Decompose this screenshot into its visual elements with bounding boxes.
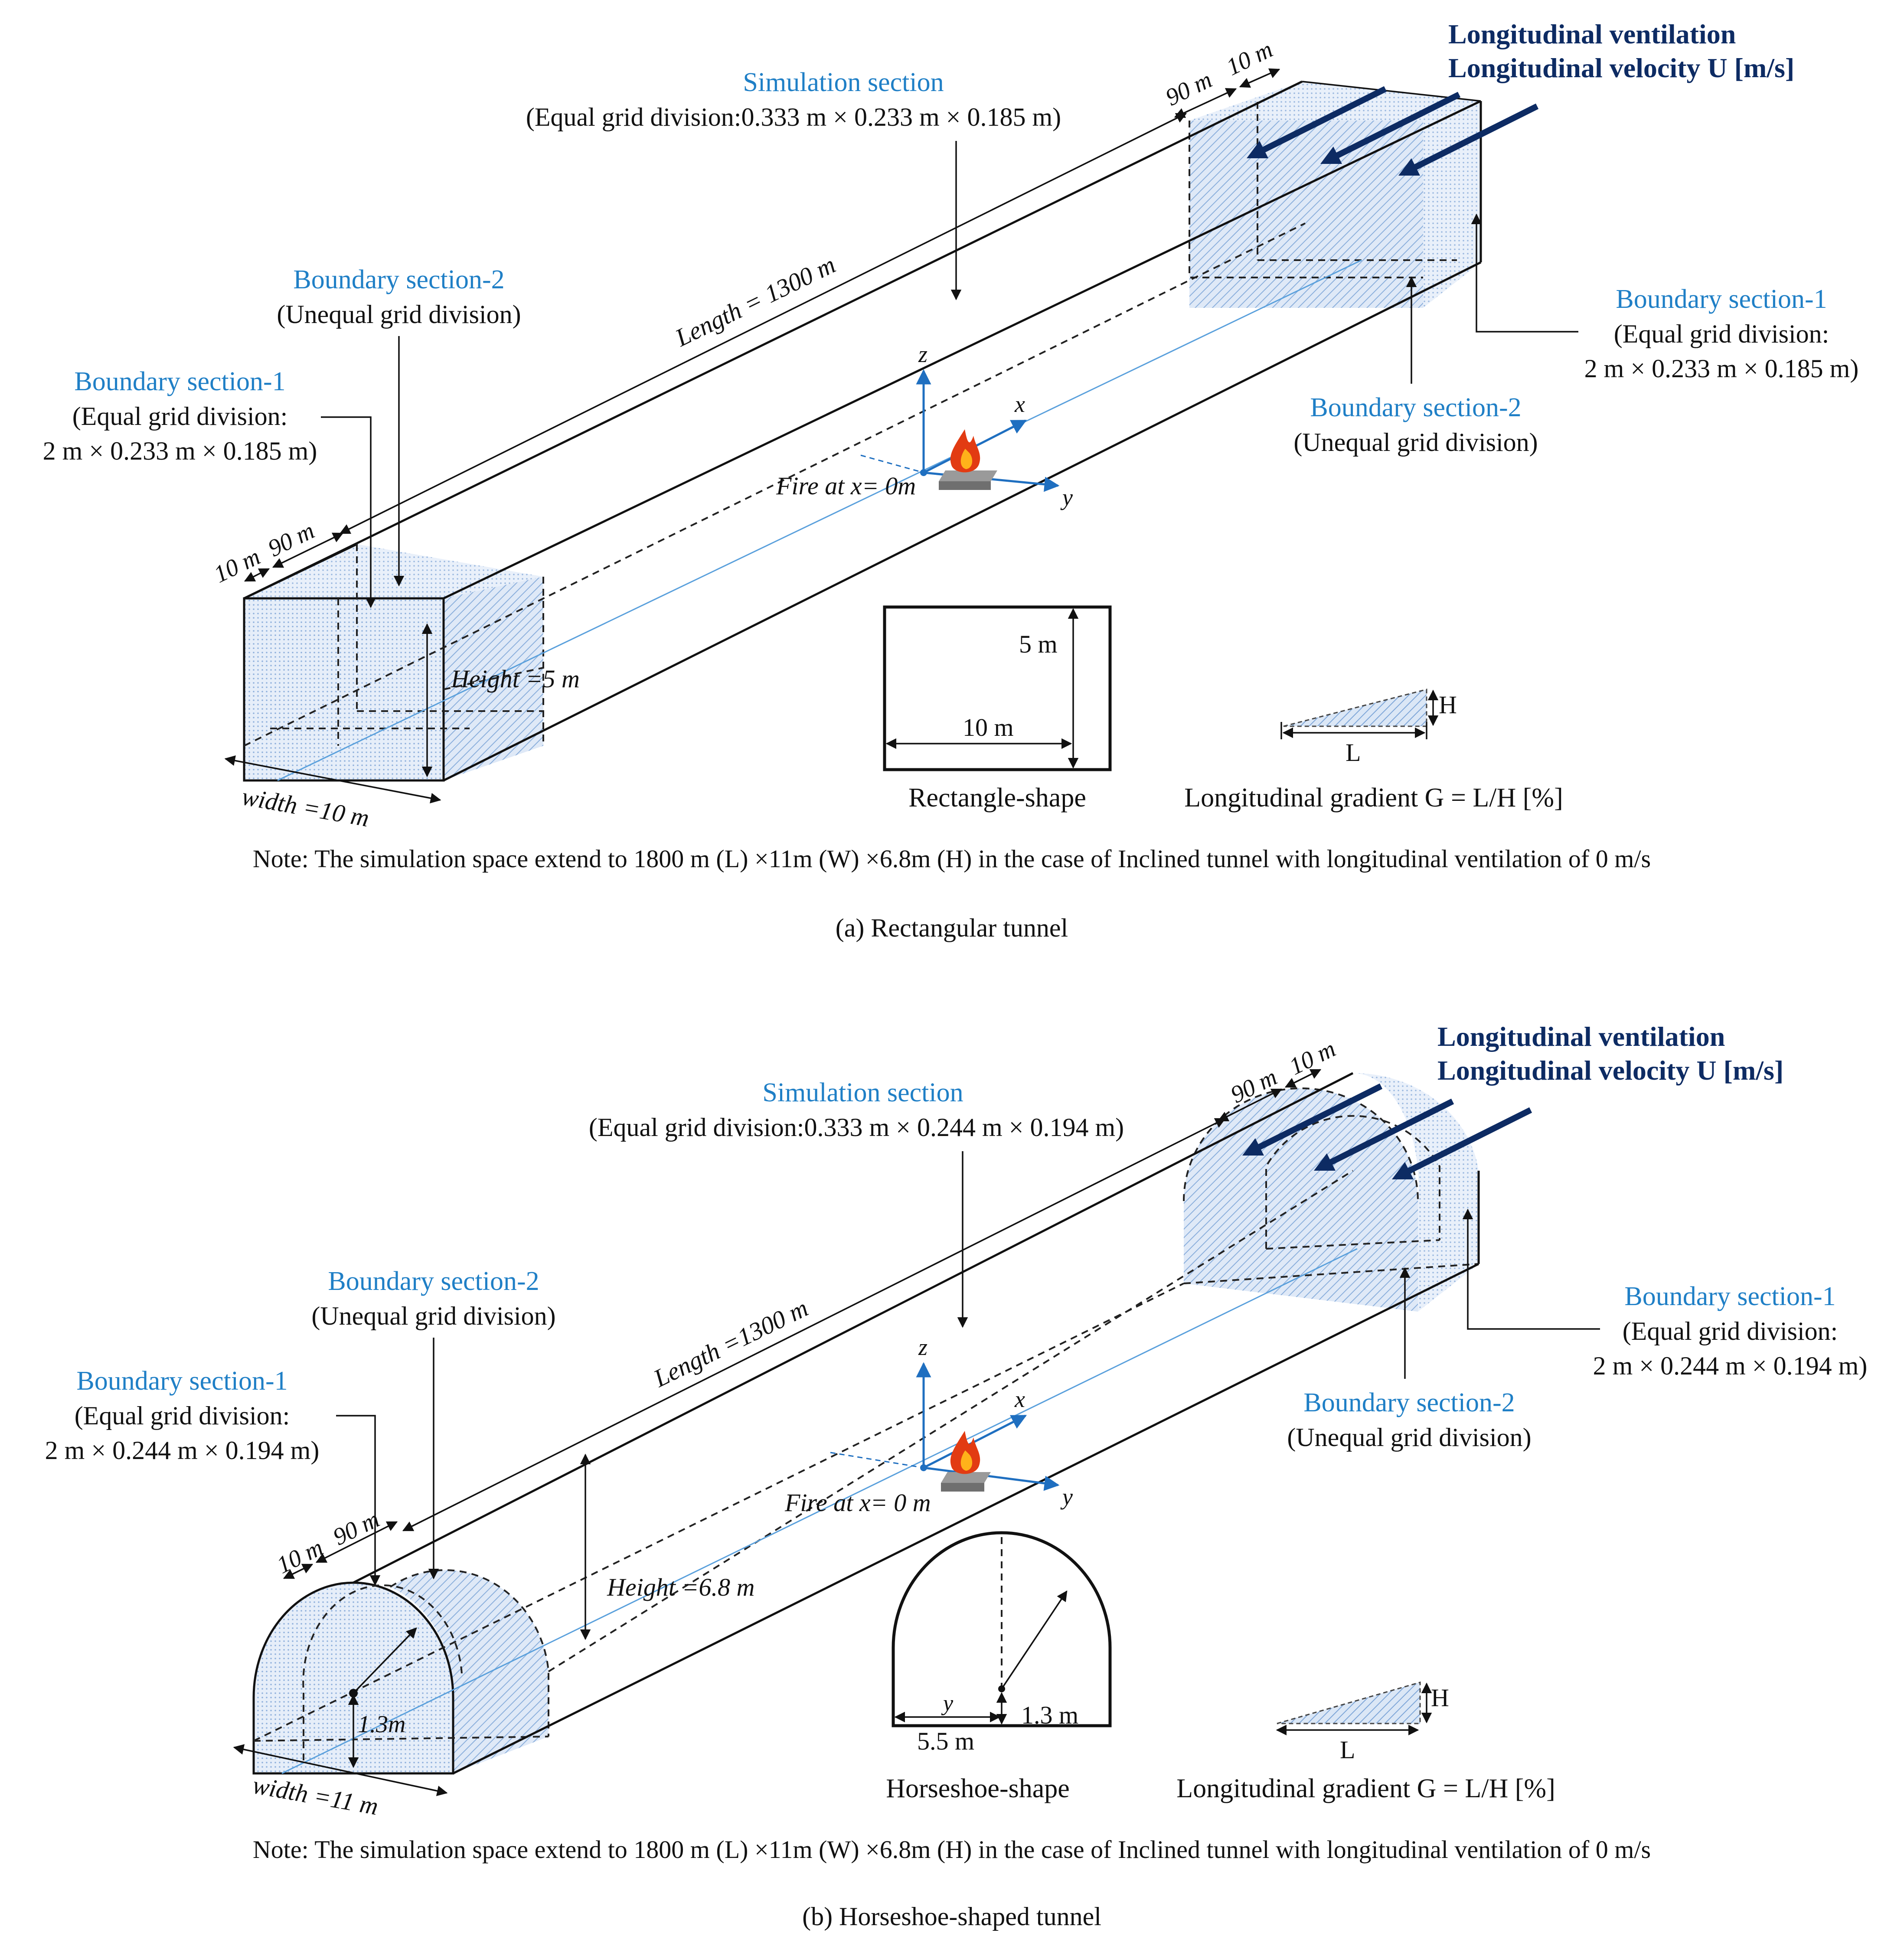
bs2-right-title-a: Boundary section-2 [1310, 393, 1521, 422]
bs2-left-title-a: Boundary section-2 [293, 265, 504, 294]
panel-a-rectangular-tunnel: Longitudinal ventilation Longitudinal ve… [43, 19, 1859, 942]
gradient-triangle-b [1276, 1681, 1432, 1736]
horseshoe-shape-inset [892, 1531, 1112, 1727]
axis-y-b: y [1060, 1484, 1073, 1510]
height-dimension-b: Height =6.8 m [607, 1573, 754, 1601]
ventilation-velocity-b: Longitudinal velocity U [m/s] [1437, 1055, 1783, 1086]
fire-label-a: Fire at x= 0m [776, 472, 916, 500]
gradient-l-a: L [1346, 738, 1361, 767]
axis-y-a: y [1060, 484, 1073, 510]
panel-b-horseshoe-tunnel: Longitudinal ventilation Longitudinal ve… [45, 1021, 1868, 1931]
bs2-left-sub-a: (Unequal grid division) [277, 300, 521, 329]
axis-x-a: x [1014, 391, 1025, 417]
bs1-left-sub1-b: (Equal grid division: [75, 1401, 290, 1430]
bs1-left-title-b: Boundary section-1 [76, 1366, 287, 1396]
sim-section-title-b: Simulation section [762, 1078, 963, 1107]
tunnel-front-face-a [244, 598, 444, 780]
note-b: Note: The simulation space extend to 180… [253, 1835, 1651, 1864]
axis-z-b: z [918, 1334, 928, 1360]
shape-label-b: Horseshoe-shape [886, 1774, 1070, 1803]
bs2-left-sub-b: (Unequal grid division) [311, 1302, 555, 1330]
ventilation-arrow-2-a [1320, 91, 1461, 164]
ventilation-arrow-3-a [1398, 103, 1539, 176]
width-dimension-b: width =11 m [251, 1771, 380, 1821]
bs1-right-sub2-a: 2 m × 0.233 m × 0.185 m) [1584, 354, 1859, 383]
bs1-right-title-a: Boundary section-1 [1616, 284, 1827, 314]
right-boundary-side-b [1353, 1073, 1479, 1312]
bs1-right-sub1-a: (Equal grid division: [1614, 320, 1829, 348]
shape-y-b: y [941, 1691, 954, 1716]
ventilation-velocity-a: Longitudinal velocity U [m/s] [1448, 52, 1794, 83]
caption-a: (a) Rectangular tunnel [836, 914, 1068, 942]
right-boundary-section-a [1189, 121, 1423, 308]
dim-10m-left-a: 10 m [210, 543, 265, 588]
shape-width-a: 10 m [963, 713, 1014, 741]
ventilation-title-b: Longitudinal ventilation [1437, 1021, 1725, 1052]
gradient-l-b: L [1340, 1736, 1355, 1764]
length-dimension-a: Length = 1300 m [670, 250, 839, 352]
right-boundary-cap-a [1189, 82, 1481, 121]
bs1-left-sub2-b: 2 m × 0.244 m × 0.194 m) [45, 1436, 320, 1465]
rectangle-shape-inset [883, 605, 1112, 771]
sim-section-grid-b: (Equal grid division:0.333 m × 0.244 m ×… [589, 1113, 1124, 1142]
caption-b: (b) Horseshoe-shaped tunnel [802, 1902, 1101, 1931]
bs2-right-title-b: Boundary section-2 [1303, 1388, 1515, 1417]
gradient-label-b: Longitudinal gradient G = L/H [%] [1176, 1774, 1555, 1803]
sim-section-title-a: Simulation section [743, 68, 944, 97]
shape-label-a: Rectangle-shape [908, 783, 1086, 813]
bs1-right-sub1-b: (Equal grid division: [1623, 1317, 1838, 1345]
fire-label-b: Fire at x= 0 m [784, 1489, 931, 1517]
axis-z-a: z [918, 341, 928, 367]
ventilation-title-a: Longitudinal ventilation [1448, 19, 1736, 49]
axis-x-b: x [1014, 1386, 1025, 1412]
bs1-left-title-a: Boundary section-1 [74, 367, 285, 396]
ventilation-arrow-3-b [1391, 1107, 1532, 1180]
bs2-left-title-b: Boundary section-2 [328, 1267, 539, 1296]
shape-height-a: 5 m [1019, 630, 1058, 658]
ventilation-arrow-1-a [1246, 86, 1387, 159]
gradient-h-a: H [1439, 691, 1457, 719]
dim-10m-left-b: 10 m [273, 1534, 327, 1579]
height-dimension-a: Height =5 m [451, 665, 580, 693]
dim-90m-right-a: 90 m [1162, 66, 1216, 111]
dim-90m-left-a: 90 m [264, 517, 319, 562]
fire-icon-a [939, 429, 997, 490]
ventilation-arrow-1-b [1242, 1083, 1383, 1156]
note-a: Note: The simulation space extend to 180… [253, 845, 1651, 873]
length-dimension-b: Length =1300 m [649, 1294, 812, 1393]
gradient-h-b: H [1431, 1684, 1449, 1712]
left-boundary-side-b [390, 1570, 549, 1773]
bs2-right-sub-b: (Unequal grid division) [1287, 1423, 1531, 1452]
left-boundary-cap-a [244, 544, 543, 598]
gradient-label-a: Longitudinal gradient G = L/H [%] [1184, 783, 1563, 813]
shape-radius-b: 1.3 m [1021, 1701, 1078, 1729]
shape-width-b: 5.5 m [917, 1727, 974, 1755]
fire-icon-b [941, 1431, 991, 1492]
bs1-left-sub2-a: 2 m × 0.233 m × 0.185 m) [43, 437, 317, 465]
bs2-right-sub-a: (Unequal grid division) [1293, 428, 1538, 457]
ventilation-arrow-2-b [1313, 1098, 1454, 1171]
bs1-left-sub1-a: (Equal grid division: [72, 402, 288, 431]
tunnel-front-face-b [254, 1583, 453, 1773]
width-dimension-a: width =10 m [240, 782, 372, 832]
gradient-triangle-a [1280, 689, 1439, 739]
bs1-right-sub2-b: 2 m × 0.244 m × 0.194 m) [1593, 1352, 1868, 1380]
radius-label-b: 1.3m [358, 1711, 405, 1738]
bs1-right-title-b: Boundary section-1 [1624, 1282, 1835, 1311]
sim-section-grid-a: (Equal grid division:0.333 m × 0.233 m ×… [526, 103, 1061, 131]
